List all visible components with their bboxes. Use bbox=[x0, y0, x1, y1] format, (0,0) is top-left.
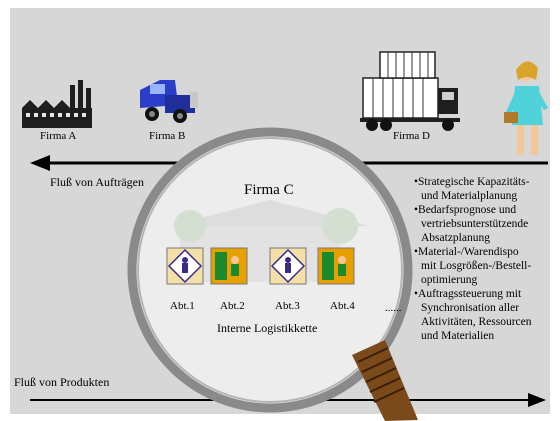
note-item: •Strategische Kapazitäts- und Materialpl… bbox=[414, 176, 530, 202]
department-label: Abt.3 bbox=[275, 300, 300, 312]
company-label-c: Firma C bbox=[244, 182, 294, 198]
products-flow-label: Fluß von Produkten bbox=[14, 375, 110, 389]
worker-icon bbox=[166, 247, 204, 285]
department-label: Abt.2 bbox=[220, 300, 245, 312]
businesswoman-icon bbox=[504, 61, 548, 155]
orders-flow-label: Fluß von Aufträgen bbox=[50, 175, 144, 189]
factory-icon bbox=[22, 80, 92, 128]
magnifier-handle bbox=[352, 340, 418, 421]
worker-icon bbox=[317, 247, 355, 285]
department-label: Abt.4 bbox=[330, 300, 355, 312]
container-truck-icon bbox=[360, 51, 460, 131]
note-item: •Bedarfsprognose und vertriebsunterstütz… bbox=[414, 204, 529, 244]
notes-list: •Strategische Kapazitäts- und Materialpl… bbox=[414, 175, 554, 343]
ellipsis: ...... bbox=[385, 302, 402, 314]
worker-icon bbox=[269, 247, 307, 285]
company-label-d: Firma D bbox=[393, 130, 430, 142]
company-label-a: Firma A bbox=[40, 130, 77, 142]
company-label-b: Firma B bbox=[149, 130, 186, 142]
truck-icon bbox=[140, 80, 198, 123]
note-item: •Auftragssteuerung mit Synchronisation a… bbox=[414, 288, 532, 342]
note-item: •Material-/Warendispo mit Losgrößen-/Bes… bbox=[414, 246, 532, 286]
worker-icon bbox=[210, 247, 248, 285]
department-label: Abt.1 bbox=[170, 300, 195, 312]
internal-chain-label: Interne Logistikkette bbox=[217, 321, 318, 335]
